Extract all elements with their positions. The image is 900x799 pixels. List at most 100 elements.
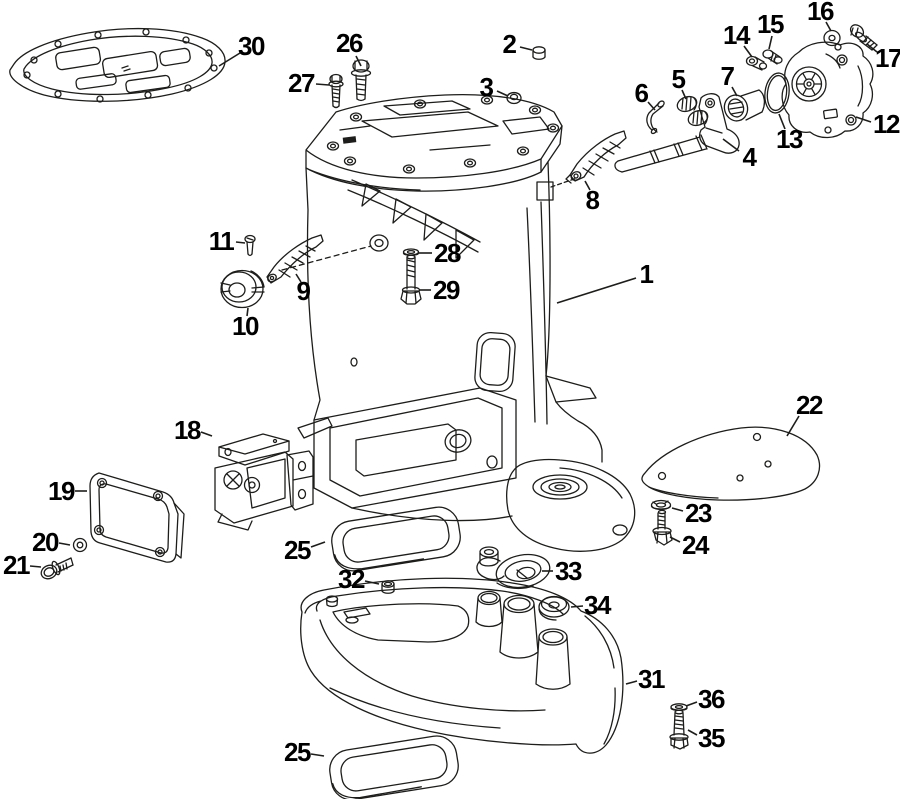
callout-25-upper: 25 xyxy=(284,535,311,565)
leader-2 xyxy=(519,46,533,51)
leader-12 xyxy=(855,116,872,123)
leader-35 xyxy=(687,729,698,736)
leader-6 xyxy=(647,101,656,111)
leader-4 xyxy=(722,138,740,152)
part-15-bushing-drawing xyxy=(762,49,783,65)
callout-22: 22 xyxy=(796,390,823,420)
part-9-lever-drawing xyxy=(266,234,324,284)
leader-9 xyxy=(295,273,302,283)
callout-27: 27 xyxy=(288,68,315,98)
part-35-bolt-drawing xyxy=(669,709,689,750)
callout-8: 8 xyxy=(585,185,600,215)
flange-bolt-bosses xyxy=(326,95,560,174)
part-34-grommet-drawing xyxy=(538,595,570,621)
leader-3 xyxy=(496,90,509,97)
part-24-bolt-drawing xyxy=(652,509,673,546)
part-6-link-drawing xyxy=(646,100,665,135)
part-10-collar-drawing xyxy=(220,269,265,309)
part-25-lower-gasket-drawing xyxy=(329,735,459,799)
callout-3: 3 xyxy=(479,72,494,102)
leader-8 xyxy=(584,180,591,191)
leader-15 xyxy=(768,35,773,50)
part-30-gasket-drawing xyxy=(9,27,226,103)
callout-36: 36 xyxy=(698,684,725,714)
leader-26 xyxy=(355,55,362,67)
callout-5: 5 xyxy=(671,64,686,94)
leader-5 xyxy=(681,89,687,100)
part-14-fitting-drawing xyxy=(745,55,768,71)
callout-1: 1 xyxy=(639,259,654,289)
part-7-bushing-drawing xyxy=(723,89,766,122)
part-13-oring-drawing xyxy=(764,72,790,114)
part-31-lower-housing-drawing xyxy=(300,577,624,754)
leader-22 xyxy=(786,415,800,437)
leader-10 xyxy=(246,307,249,317)
part-1-exhaust-housing-drawing xyxy=(297,94,636,552)
part-18-mount-drawing xyxy=(214,433,314,531)
callout-13: 13 xyxy=(776,124,803,154)
leader-14 xyxy=(743,45,753,58)
callout-18: 18 xyxy=(174,415,201,445)
callout-21: 21 xyxy=(3,550,30,580)
alignment-dashed-line-9 xyxy=(281,245,372,271)
part-27-bolt-drawing xyxy=(328,73,344,109)
part-32-plug-drawing xyxy=(381,580,395,594)
leader-18 xyxy=(200,431,213,437)
callout-7: 7 xyxy=(720,61,735,91)
part-22-plate-drawing xyxy=(641,426,821,501)
leader-16 xyxy=(825,21,832,32)
callout-2: 2 xyxy=(502,29,517,59)
callout-16: 16 xyxy=(807,0,834,26)
callout-6: 6 xyxy=(634,78,649,108)
callout-12: 12 xyxy=(873,109,900,139)
callout-10: 10 xyxy=(232,311,259,341)
callout-28: 28 xyxy=(434,238,461,268)
callout-23: 23 xyxy=(685,498,712,528)
callout-20: 20 xyxy=(32,527,59,557)
callout-11: 11 xyxy=(208,226,235,256)
part-11-screw-drawing xyxy=(244,234,256,257)
leader-32 xyxy=(364,580,380,585)
part-33-fitting-drawing xyxy=(476,546,551,590)
callout-15: 15 xyxy=(757,9,784,39)
part-29-bolt-drawing xyxy=(400,254,422,305)
part-23-washer-drawing xyxy=(650,499,672,511)
callout-14: 14 xyxy=(723,20,750,50)
leader-31 xyxy=(625,680,638,685)
leader-30 xyxy=(218,52,241,67)
callout-4: 4 xyxy=(742,142,757,172)
part-19-cover-drawing xyxy=(89,472,185,563)
callout-29: 29 xyxy=(433,275,460,305)
callout-31: 31 xyxy=(638,664,665,694)
leader-25-lower xyxy=(310,753,325,757)
callout-26: 26 xyxy=(336,28,363,58)
part-16-washer-drawing xyxy=(823,29,841,47)
leader-17 xyxy=(866,43,878,53)
callout-32: 32 xyxy=(338,564,365,594)
leader-34 xyxy=(570,605,584,608)
callout-25-lower: 25 xyxy=(284,737,311,767)
leader-23 xyxy=(671,507,684,512)
part-26-bolt-drawing xyxy=(350,59,372,102)
leader-27 xyxy=(315,83,330,86)
callout-19: 19 xyxy=(48,476,75,506)
part-12-actuator-drawing xyxy=(781,41,874,139)
callout-33: 33 xyxy=(555,556,582,586)
callout-17: 17 xyxy=(875,43,900,73)
callout-24: 24 xyxy=(682,530,709,560)
callout-9: 9 xyxy=(296,276,311,306)
part-2-cap-drawing xyxy=(532,46,546,60)
leader-24 xyxy=(669,536,681,543)
leader-11 xyxy=(235,241,246,244)
part-4-shaft-drawing xyxy=(614,93,740,173)
part-25-upper-gasket-drawing xyxy=(331,506,461,572)
callout-30: 30 xyxy=(238,31,265,61)
callout-35: 35 xyxy=(698,723,725,753)
part-8-lever-drawing xyxy=(565,130,627,184)
leader-1 xyxy=(556,277,637,304)
leader-20 xyxy=(58,542,71,546)
callout-34: 34 xyxy=(584,590,611,620)
